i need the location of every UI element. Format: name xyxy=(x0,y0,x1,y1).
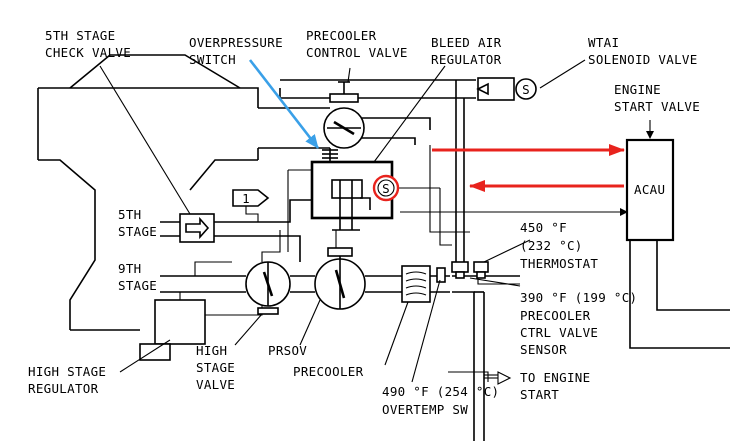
regulator-solenoid: S xyxy=(372,174,400,202)
to-engine-start-arrow xyxy=(484,371,512,385)
label-sensor-line1: 390 °F (199 °C) xyxy=(520,290,637,305)
high-stage-regulator xyxy=(139,299,206,361)
label-bleed-air-line2: REGULATOR xyxy=(431,52,502,67)
note-marker: 1 xyxy=(232,189,270,222)
label-thermostat-line1: 450 °F xyxy=(520,220,567,235)
acau-box xyxy=(625,120,675,242)
label-hsv-line3: VALVE xyxy=(196,377,235,392)
label-sensor-line3: CTRL VALVE xyxy=(520,325,598,340)
wtai-symbol: S xyxy=(522,82,530,97)
sensor-blocks xyxy=(451,261,489,279)
label-overtemp-line2: OVERTEMP SW xyxy=(382,402,468,417)
fifth-stage-check-valve xyxy=(179,213,215,243)
engine-outline xyxy=(37,54,259,331)
label-wtai-line1: WTAI xyxy=(588,35,619,50)
precooler xyxy=(401,265,431,303)
label-to-engine-start-line2: START xyxy=(520,387,559,402)
overpressure-pointer-arrow xyxy=(248,59,320,149)
highlight-arrows xyxy=(432,144,625,192)
label-precooler-cv-line1: PRECOOLER xyxy=(306,28,377,43)
precooler-control-valve xyxy=(323,81,365,149)
label-thermostat-line2: (232 °C) xyxy=(520,238,583,253)
label-overtemp-line1: 490 °F (254 °C) xyxy=(382,384,499,399)
diagram-labels: 5TH STAGE CHECK VALVE OVERPRESSURE SWITC… xyxy=(28,28,700,417)
high-stage-valve xyxy=(245,261,291,315)
label-sensor-line4: SENSOR xyxy=(520,342,567,357)
label-hsv-line1: HIGH xyxy=(196,343,227,358)
label-wtai-line2: SOLENOID VALVE xyxy=(588,52,698,67)
label-hsr-line2: REGULATOR xyxy=(28,381,99,396)
prsov xyxy=(314,247,366,310)
label-thermostat-line3: THERMOSTAT xyxy=(520,256,598,271)
leader-lines xyxy=(99,59,586,383)
solenoid-symbol: S xyxy=(382,181,390,196)
label-precooler: PRECOOLER xyxy=(293,364,364,379)
label-sensor-line2: PRECOOLER xyxy=(520,308,591,323)
label-5th-line1: 5TH xyxy=(118,207,141,222)
label-to-engine-start-line1: TO ENGINE xyxy=(520,370,590,385)
label-check-valve-line1: 5TH STAGE xyxy=(45,28,115,43)
label-overpressure-line1: OVERPRESSURE xyxy=(189,35,283,50)
label-9th-line2: STAGE xyxy=(118,278,157,293)
label-hsv-line2: STAGE xyxy=(196,360,235,375)
label-5th-line2: STAGE xyxy=(118,224,157,239)
label-hsr-line1: HIGH STAGE xyxy=(28,364,106,379)
label-check-valve-line2: CHECK VALVE xyxy=(45,45,131,60)
svg-text:1: 1 xyxy=(242,191,250,206)
label-acau: ACAU xyxy=(634,182,665,197)
overtemp-switch xyxy=(436,267,446,283)
label-bleed-air-line1: BLEED AIR xyxy=(431,35,502,50)
label-engine-start-line1: ENGINE xyxy=(614,82,661,97)
wtai-solenoid-valve: S xyxy=(476,77,537,101)
label-overpressure-line2: SWITCH xyxy=(189,52,236,67)
label-precooler-cv-line2: CONTROL VALVE xyxy=(306,45,408,60)
label-prsov: PRSOV xyxy=(268,343,307,358)
label-engine-start-line2: START VALVE xyxy=(614,99,700,114)
label-9th-line1: 9TH xyxy=(118,261,141,276)
